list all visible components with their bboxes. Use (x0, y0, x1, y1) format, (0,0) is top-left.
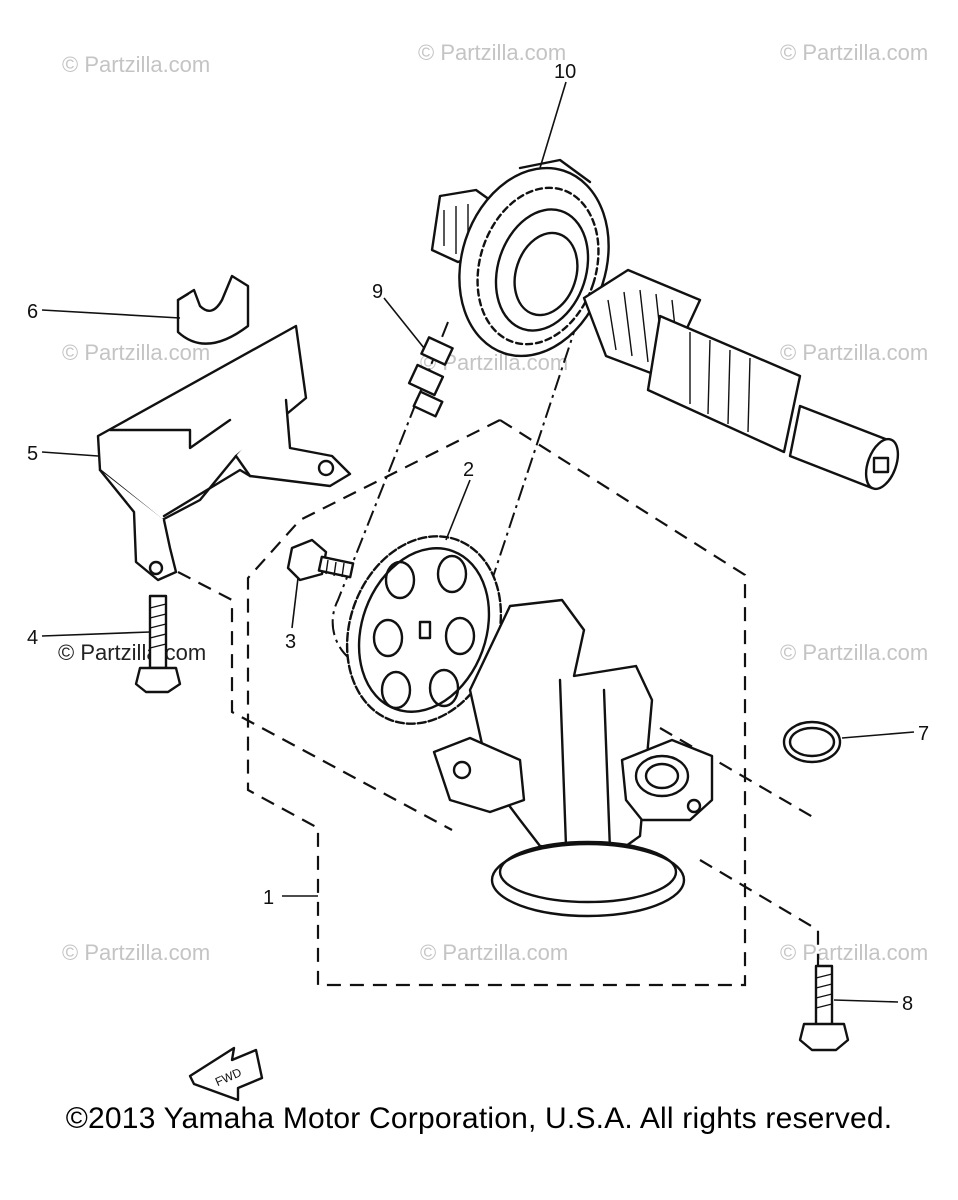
bolt-part-4 (134, 594, 182, 694)
watermark: © Partzilla.com (780, 340, 928, 365)
callout-5: 5 (27, 443, 38, 465)
seal-part-6 (176, 274, 250, 345)
assembly-outline (246, 418, 747, 987)
oil-pump-part-1 (432, 598, 714, 918)
driven-gear-part-10 (430, 158, 610, 358)
callout-6: 6 (27, 301, 38, 323)
sprocket-part-2 (345, 535, 503, 725)
callout-3: 3 (285, 631, 296, 653)
watermark: © Partzilla.com (62, 340, 210, 365)
callout-10: 10 (554, 61, 576, 83)
callout-7: 7 (918, 723, 929, 745)
fwd-arrow: FWD (188, 1046, 264, 1102)
callout-9: 9 (372, 281, 383, 303)
copyright-notice: ©2013 Yamaha Motor Corporation, U.S.A. A… (65, 1102, 893, 1135)
bolt-part-8 (798, 964, 850, 1052)
main-shaft (582, 268, 900, 491)
cover-plate-part-5 (96, 324, 352, 582)
callout-4: 4 (27, 627, 38, 649)
callout-1: 1 (263, 887, 274, 909)
watermark: © Partzilla.com (780, 940, 928, 965)
chain-joint-part-9 (407, 336, 454, 418)
watermark: © Partzilla.com (420, 940, 568, 965)
bolt-part-3 (286, 538, 355, 582)
watermark: © Partzilla.com (418, 40, 566, 65)
o-ring-part-7 (782, 720, 842, 764)
callout-leaders (41, 81, 915, 1003)
callouts: 1 2 3 4 5 6 7 8 9 10 (27, 61, 929, 1015)
o-ring-part-7-inner (788, 726, 836, 758)
watermark: © Partzilla.com (62, 52, 210, 77)
watermark: © Partzilla.com (780, 40, 928, 65)
callout-8: 8 (902, 993, 913, 1015)
watermark: © Partzilla.com (62, 940, 210, 965)
callout-2: 2 (463, 459, 474, 481)
watermark: © Partzilla.com (780, 640, 928, 665)
watermark-prominent: © Partzilla.com (58, 640, 206, 665)
